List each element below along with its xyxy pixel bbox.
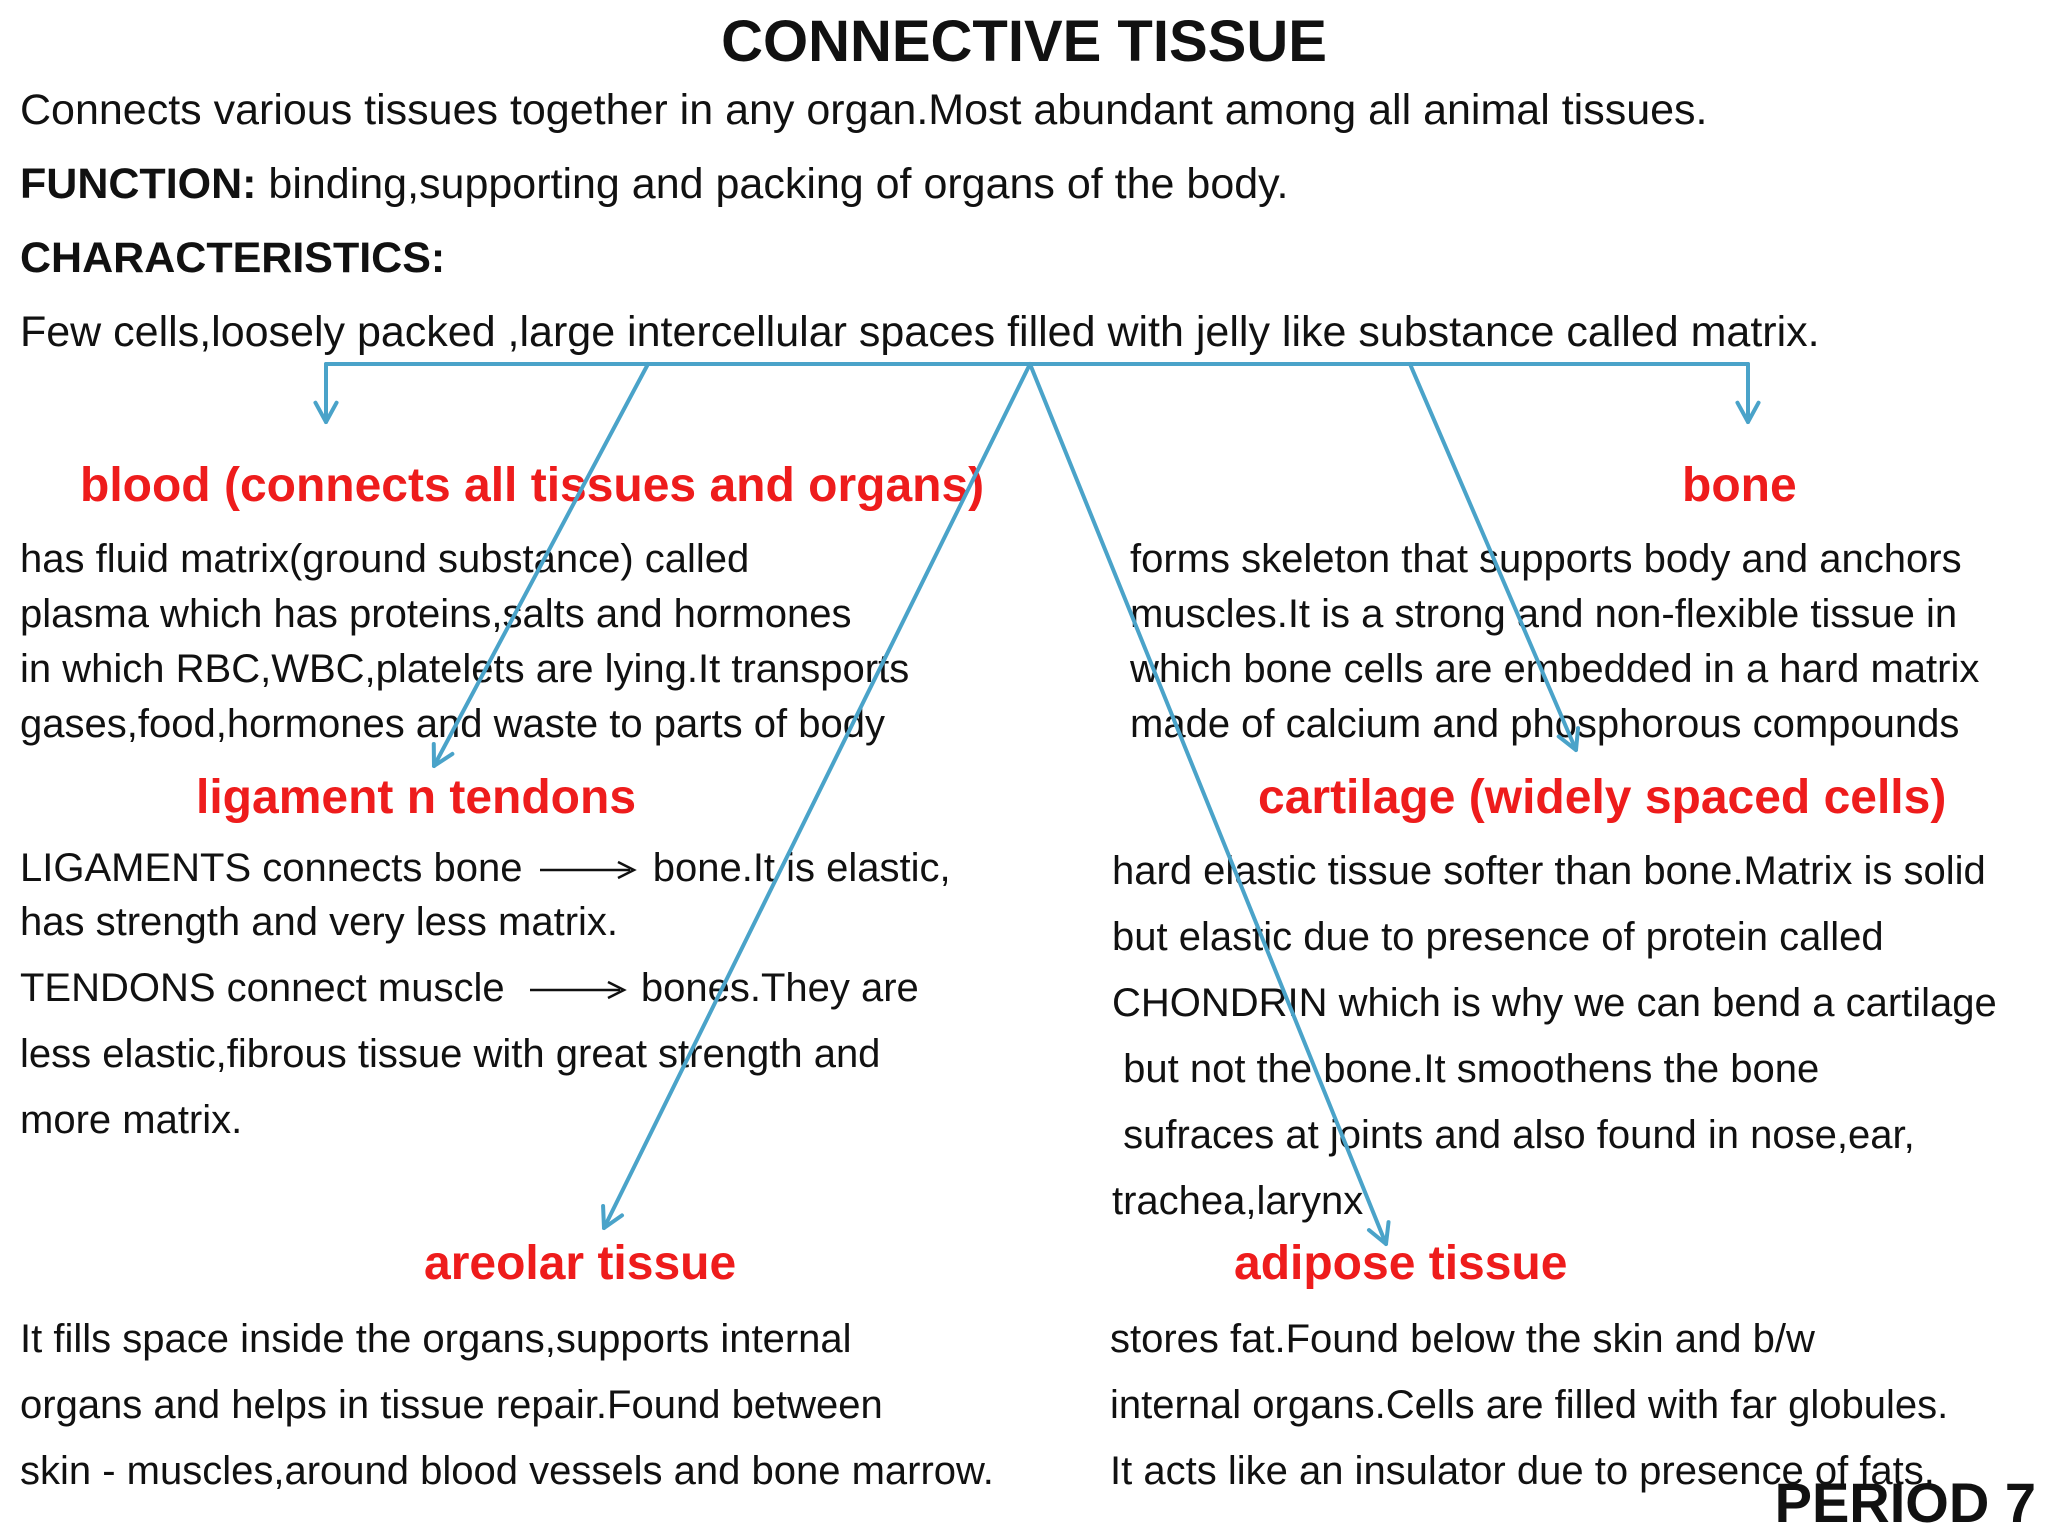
cartilage-line: sufraces at joints and also found in nos… (1112, 1113, 1915, 1157)
ligament-line-2: has strength and very less matrix. (20, 900, 619, 944)
ligament-heading: ligament n tendons (196, 771, 637, 824)
bone-line: forms skeleton that supports body and an… (1130, 537, 1962, 581)
bone-line: muscles.It is a strong and non-flexible … (1130, 592, 1958, 636)
characteristics-text: Few cells,loosely packed ,large intercel… (20, 308, 1820, 356)
bone-line: which bone cells are embedded in a hard … (1130, 647, 1980, 691)
ligament-text: bone.It is elastic, (652, 846, 951, 890)
function-line: FUNCTION: binding,supporting and packing… (20, 160, 1288, 209)
right-arrow-icon (539, 861, 637, 880)
areolar-heading: areolar tissue (424, 1237, 737, 1290)
arrow-to-cartilage (1408, 362, 1578, 752)
blood-line: gases,food,hormones and waste to parts o… (20, 702, 885, 746)
areolar-description: It fills space inside the organs,support… (20, 1306, 994, 1504)
arrow-head-blood (313, 400, 339, 424)
arrow-head-bone (1735, 400, 1761, 424)
bone-description: forms skeleton that supports body and an… (1130, 532, 1979, 752)
areolar-line: It fills space inside the organs,support… (20, 1317, 852, 1361)
arrow-to-ligament (432, 362, 650, 768)
cartilage-description: hard elastic tissue softer than bone.Mat… (1112, 838, 1997, 1234)
tendon-text: bones.They are (640, 966, 919, 1010)
blood-heading: blood (connects all tissues and organs) (80, 459, 985, 512)
arrow-to-adipose (1028, 362, 1388, 1246)
blood-description: has fluid matrix(ground substance) calle… (20, 532, 909, 752)
ligament-text: LIGAMENTS connects bone (20, 846, 523, 890)
intro-definition: Connects various tissues together in any… (20, 86, 1708, 134)
adipose-heading: adipose tissue (1234, 1237, 1568, 1290)
adipose-line: stores fat.Found below the skin and b/w (1110, 1317, 1815, 1361)
ligament-line-1: LIGAMENTS connects bone bone.It is elast… (20, 846, 951, 891)
arrow-to-areolar (602, 362, 1032, 1230)
right-arrow-icon (529, 981, 627, 1000)
function-text: binding,supporting and packing of organs… (256, 160, 1289, 208)
adipose-line: internal organs.Cells are filled with fa… (1110, 1383, 1949, 1427)
arrow-head-areolar (601, 1204, 624, 1230)
tendon-line-3: more matrix. (20, 1098, 243, 1142)
arrow-head-cartilage (1556, 726, 1581, 752)
characteristics-label: CHARACTERISTICS: (20, 234, 446, 282)
cartilage-line: CHONDRIN which is why we can bend a cart… (1112, 981, 1997, 1025)
cartilage-line: but not the bone.It smoothens the bone (1112, 1047, 1820, 1091)
cartilage-heading: cartilage (widely spaced cells) (1258, 771, 1947, 824)
tendon-line-2: less elastic,fibrous tissue with great s… (20, 1032, 881, 1076)
cartilage-line: hard elastic tissue softer than bone.Mat… (1112, 849, 1986, 893)
adipose-description: stores fat.Found below the skin and b/w … (1110, 1306, 1948, 1504)
areolar-line: skin - muscles,around blood vessels and … (20, 1449, 994, 1493)
period-label: PERIOD 7 (1774, 1471, 2036, 1534)
bone-heading: bone (1682, 459, 1797, 512)
bone-line: made of calcium and phosphorous compound… (1130, 702, 1960, 746)
adipose-line: It acts like an insulator due to presenc… (1110, 1449, 1935, 1493)
cartilage-line: trachea,larynx (1112, 1179, 1364, 1223)
blood-line: has fluid matrix(ground substance) calle… (20, 537, 750, 581)
tendon-text: TENDONS connect muscle (20, 966, 505, 1010)
blood-line: in which RBC,WBC,platelets are lying.It … (20, 647, 910, 691)
page-title: CONNECTIVE TISSUE (721, 9, 1327, 74)
function-label: FUNCTION: (20, 160, 257, 208)
cartilage-line: but elastic due to presence of protein c… (1112, 915, 1884, 959)
tendon-line-1: TENDONS connect muscle bones.They are (20, 966, 919, 1011)
arrow-head-ligament (431, 742, 455, 768)
blood-line: plasma which has proteins,salts and horm… (20, 592, 852, 636)
arrow-head-adipose (1366, 1220, 1391, 1246)
areolar-line: organs and helps in tissue repair.Found … (20, 1383, 883, 1427)
